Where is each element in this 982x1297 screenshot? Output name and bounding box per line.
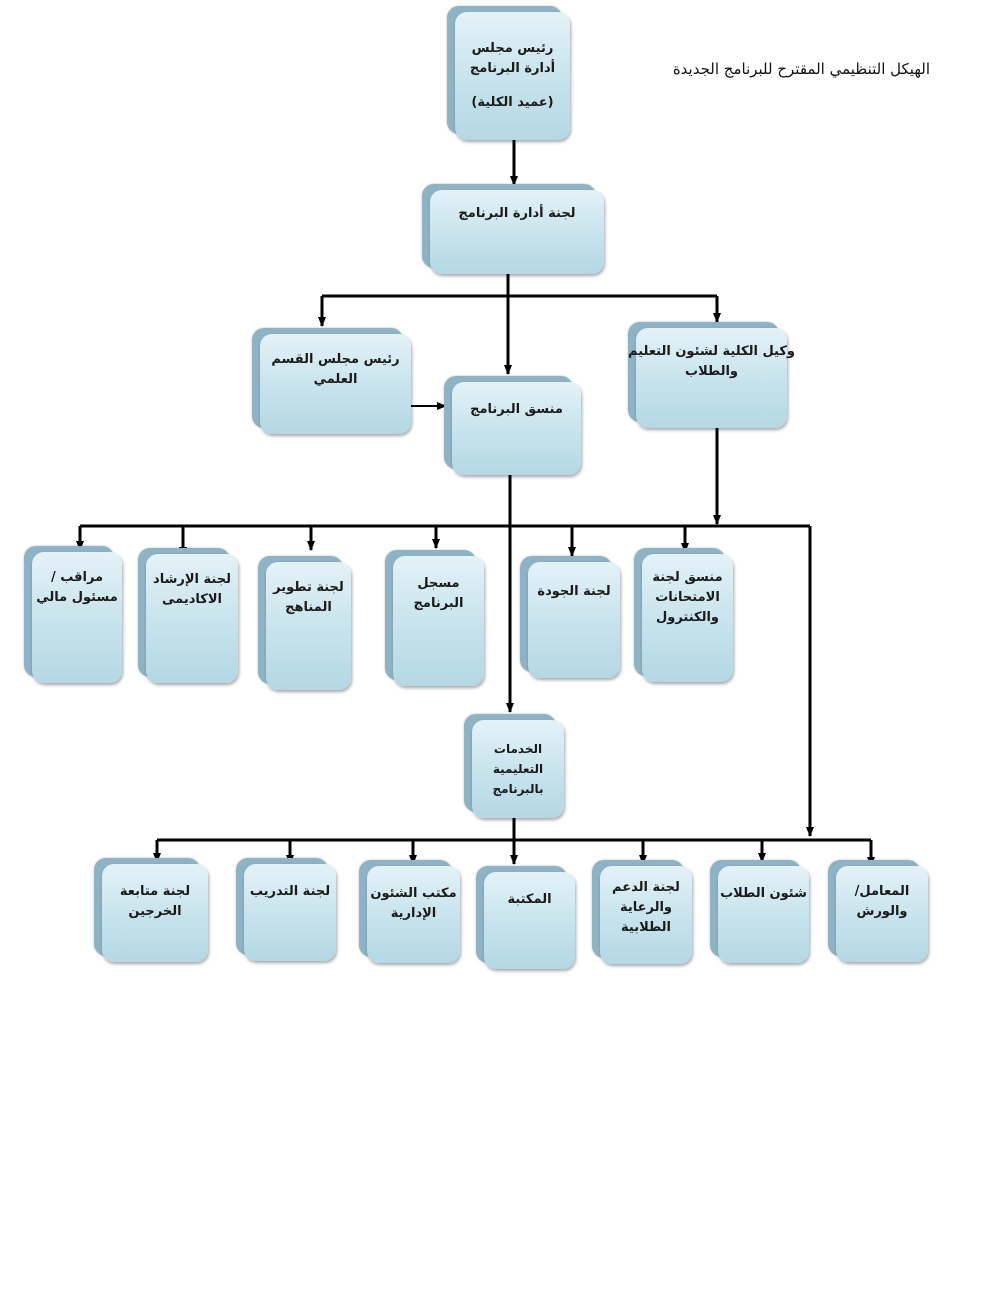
- chart-title: الهيكل التنظيمي المقترح للبرنامج الجديدة: [672, 60, 930, 78]
- node-student-affairs: شئون الطلاب: [710, 860, 809, 963]
- node-financial-monitor: مراقب / مسئول مالي: [24, 546, 122, 683]
- node-program-coordinator: منسق البرنامج: [444, 376, 581, 475]
- node-program-committee: لجنة أدارة البرنامج: [422, 184, 604, 274]
- node-exams-coordinator: منسق لجنة الامتحانات والكنترول: [634, 548, 733, 682]
- node-academic-advising: لجنة الإرشاد الاكاديمى: [138, 548, 238, 683]
- node-student-support: لجنة الدعم والرعاية الطلابية: [592, 860, 692, 964]
- node-curriculum-dev: لجنة تطوير المناهج: [258, 556, 351, 690]
- node-edu-services: الخدمات التعليمية بالبرنامج: [464, 714, 564, 818]
- node-training-committee: لجنة التدريب: [236, 858, 336, 961]
- node-quality-committee: لجنة الجودة: [520, 556, 620, 678]
- node-board-chair: رئيس مجلس أدارة البرنامج (عميد الكلية): [447, 6, 570, 140]
- node-program-registrar: مسجل البرنامج: [385, 550, 484, 686]
- node-vice-dean: وكيل الكلية لشئون التعليم والطلاب: [628, 322, 795, 428]
- node-library: المكتبة: [476, 866, 575, 969]
- node-alumni-followup: لجنة متابعة الخرجين: [94, 858, 208, 962]
- node-labs-workshops: المعامل/ والورش: [828, 860, 928, 962]
- node-dept-council-chair: رئيس مجلس القسم العلمي: [252, 328, 411, 434]
- node-admin-affairs: مكتب الشئون الإدارية: [359, 860, 460, 963]
